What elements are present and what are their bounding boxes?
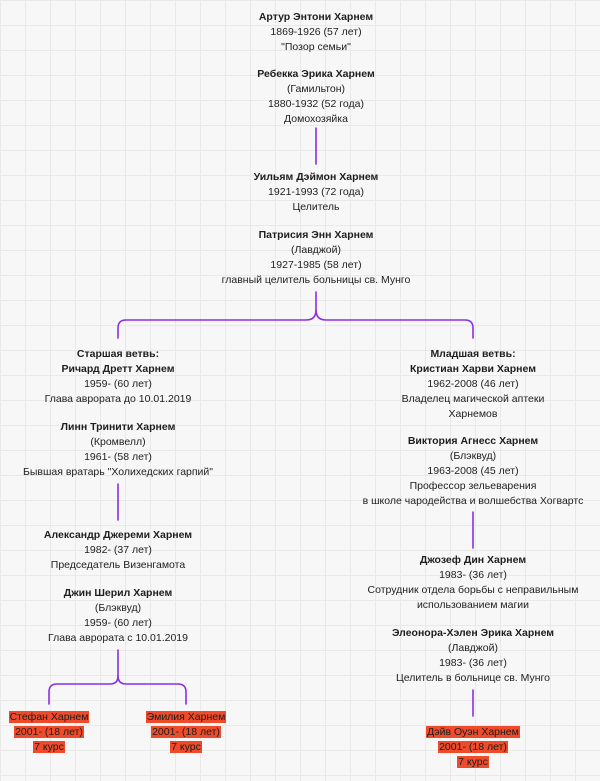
person-years: 1961- (58 лет) (84, 451, 152, 463)
person-note: "Позор семьи" (281, 41, 351, 53)
person-years: 1959- (60 лет) (84, 617, 152, 629)
person-note: главный целитель больницы св. Мунго (221, 274, 411, 286)
person-maiden-name: (Лавджой) (447, 642, 499, 654)
person-note: Профессор зельеварения (409, 480, 537, 492)
person-years: 1921-1993 (72 года) (268, 186, 364, 198)
person-years: 1880-1932 (52 года) (268, 98, 364, 110)
person-note: использованием магии (416, 599, 530, 611)
child-course: 7 курс (457, 756, 489, 768)
person-name: Ричард Дретт Харнем (61, 363, 175, 375)
person-years: 1983- (36 лет) (439, 569, 507, 581)
branch-label: Старшая ветвь: (76, 348, 160, 360)
child-course: 7 курс (33, 741, 65, 753)
person-name: Линн Тринити Харнем (60, 421, 176, 433)
connector-gen2-bracket-right (315, 309, 474, 339)
person-note: Глава аврората с 10.01.2019 (48, 632, 188, 644)
child-years: 2001- (18 лет) (151, 726, 221, 738)
gen1-wife: Ребекка Эрика Харнем (Гамильтон) 1880-19… (216, 67, 416, 127)
person-name: Патрисия Энн Харнем (258, 229, 374, 241)
person-name: Александр Джереми Харнем (43, 529, 193, 541)
senior-son-wife: Джин Шерил Харнем (Блэквуд) 1959- (60 ле… (18, 586, 218, 646)
person-years: 1869-1926 (57 лет) (270, 26, 362, 38)
person-name: Элеонора-Хэлен Эрика Харнем (391, 627, 555, 639)
person-years: 1927-1985 (58 лет) (270, 259, 362, 271)
person-years: 1963-2008 (45 лет) (427, 465, 519, 477)
senior-wife: Линн Тринити Харнем (Кромвелл) 1961- (58… (3, 420, 233, 480)
senior-child-1: Стефан Харнем 2001- (18 лет) 7 курс (4, 710, 94, 755)
person-years: 1962-2008 (46 лет) (427, 378, 519, 390)
connector-gen2-bracket (117, 291, 317, 339)
junior-son: Джозеф Дин Харнем 1983- (36 лет) Сотрудн… (358, 553, 588, 613)
person-note: Бывшая вратарь "Холихедских гарпий" (22, 466, 214, 478)
junior-son-wife: Элеонора-Хэлен Эрика Харнем (Лавджой) 19… (363, 626, 583, 686)
person-maiden-name: (Гамильтон) (286, 83, 346, 95)
person-name: Кристиан Харви Харнем (410, 363, 536, 375)
person-name: Уильям Дэймон Харнем (253, 171, 379, 183)
gen2-husband: Уильям Дэймон Харнем 1921-1993 (72 года)… (216, 170, 416, 215)
child-years: 2001- (18 лет) (14, 726, 84, 738)
person-years: 1982- (37 лет) (84, 544, 152, 556)
person-note: Председатель Визенгамота (50, 559, 186, 571)
junior-husband: Младшая ветвь: Кристиан Харви Харнем 196… (373, 347, 573, 422)
child-name: Эмилия Харнем (145, 711, 227, 723)
person-note: в школе чародейства и волшебства Хогварт… (362, 495, 584, 507)
person-note: Харнемов (448, 408, 498, 420)
gen2-wife: Патрисия Энн Харнем (Лавджой) 1927-1985 … (196, 228, 436, 288)
person-years: 1959- (60 лет) (84, 378, 152, 390)
person-maiden-name: (Кромвелл) (90, 436, 146, 448)
senior-son: Александр Джереми Харнем 1982- (37 лет) … (18, 528, 218, 573)
junior-child-1: Дэйв Оуэн Харнем 2001- (18 лет) 7 курс (418, 725, 528, 770)
gen1-husband: Артур Энтони Харнем 1869-1926 (57 лет) "… (216, 10, 416, 55)
child-course: 7 курс (170, 741, 202, 753)
senior-husband: Старшая ветвь: Ричард Дретт Харнем 1959-… (18, 347, 218, 407)
senior-child-2: Эмилия Харнем 2001- (18 лет) 7 курс (141, 710, 231, 755)
person-note: Глава аврората до 10.01.2019 (44, 393, 192, 405)
person-note: Целитель (292, 201, 340, 213)
child-name: Стефан Харнем (8, 711, 90, 723)
connector-senior-children-right (117, 675, 187, 705)
child-years: 2001- (18 лет) (438, 741, 508, 753)
person-name: Артур Энтони Харнем (258, 11, 374, 23)
person-maiden-name: (Блэквуд) (449, 450, 497, 462)
child-name: Дэйв Оуэн Харнем (426, 726, 520, 738)
person-name: Ребекка Эрика Харнем (257, 68, 375, 80)
person-note: Целитель в больнице св. Мунго (396, 672, 550, 684)
person-note: Владелец магической аптеки (401, 393, 545, 405)
person-maiden-name: (Лавджой) (290, 244, 342, 256)
person-note: Домохозяйка (284, 113, 348, 125)
person-maiden-name: (Блэквуд) (94, 602, 142, 614)
person-name: Виктория Агнесс Харнем (407, 435, 539, 447)
person-name: Джин Шерил Харнем (63, 587, 173, 599)
person-note: Сотрудник отдела борьбы с неправильным (367, 584, 579, 596)
branch-label: Младшая ветвь: (430, 348, 516, 360)
connector-senior-children (48, 649, 119, 705)
person-name: Джозеф Дин Харнем (419, 554, 527, 566)
person-years: 1983- (36 лет) (439, 657, 507, 669)
junior-wife: Виктория Агнесс Харнем (Блэквуд) 1963-20… (353, 434, 593, 509)
